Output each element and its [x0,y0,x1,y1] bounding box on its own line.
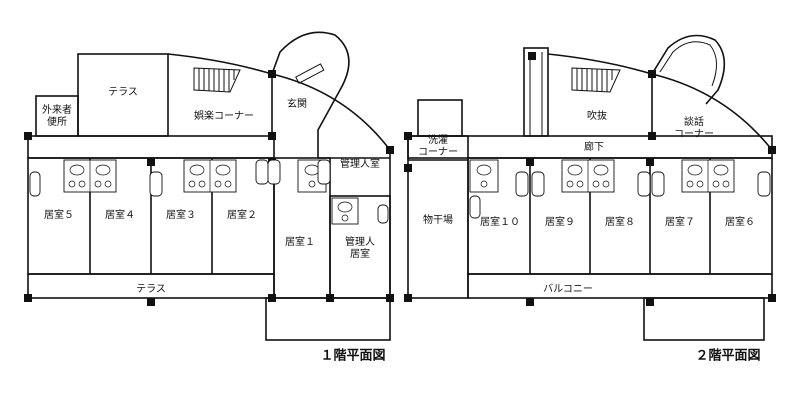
lounge-bay [651,34,726,105]
label-room3: 居室３ [166,208,196,221]
label-terrace-bottom: テラス [136,283,166,295]
void-shaft [523,47,549,137]
stair-flight-f1 [193,67,241,93]
lounge-curve-wall [651,73,773,151]
columns-f2 [404,52,776,306]
south-porch-f2 [643,297,765,341]
label-guest-toilet: 外来者便所 [42,104,72,128]
entrance-mat [295,63,325,84]
label-manager-office: 管理人室 [340,157,380,170]
entrance-curve-wall [271,73,391,151]
guest-toilet-outline [35,95,79,137]
stair-treads-f2 [576,68,613,92]
label-room1: 居室１ [285,235,315,248]
label-lounge-corner: 談話コーナー [674,115,714,140]
label-room5: 居室５ [44,208,74,221]
label-recreation-corner: 娯楽コーナー [194,109,254,122]
stair-flight-f2 [571,67,621,93]
label-room6: 居室６ [725,215,755,228]
floor1-plan: テラス 外来者便所 娯楽コーナー 玄関 管理人室 管理人居室 居室５ 居室４ 居… [24,31,394,364]
label-room7: 居室７ [665,215,695,228]
fixtures-f1 [29,159,389,225]
corridor-f1 [27,135,275,159]
entrance-vestibule [271,31,350,158]
laundry-top-outline [417,99,463,137]
label-balcony: バルコニー [543,283,593,295]
label-room8: 居室８ [605,215,635,228]
recreation-outline [167,53,273,136]
label-room10: 居室１０ [480,215,520,228]
fixtures-f2 [469,159,771,219]
floor2-plan: 吹抜 談話コーナー 洗濯コーナー 廊下 物干場 居室１０ 居室９ 居室８ 居室７… [404,34,776,364]
label-drying-area: 物干場 [423,213,453,226]
label-room2: 居室２ [227,208,257,221]
labels-f2: 吹抜 談話コーナー 洗濯コーナー 廊下 物干場 居室１０ 居室９ 居室８ 居室７… [418,109,761,364]
label-corridor: 廊下 [584,140,604,153]
label-laundry-corner: 洗濯コーナー [418,134,458,158]
label-entrance: 玄関 [287,97,307,110]
south-porch-f1 [265,297,391,341]
label-room9: 居室９ [545,215,575,228]
label-void: 吹抜 [587,109,607,122]
void-outline [547,53,653,136]
balcony-outline [467,273,773,299]
lounge-bay-inner [659,41,717,87]
labels-f1: テラス 外来者便所 娯楽コーナー 玄関 管理人室 管理人居室 居室５ 居室４ 居… [42,86,386,364]
floor1-title: １階平面図 [320,348,385,364]
floor2-title: ２階平面図 [695,348,760,364]
label-manager-room: 管理人居室 [345,235,375,260]
stair-treads-f1 [198,68,235,92]
label-terrace-top: テラス [108,86,138,98]
label-room4: 居室４ [105,208,135,221]
